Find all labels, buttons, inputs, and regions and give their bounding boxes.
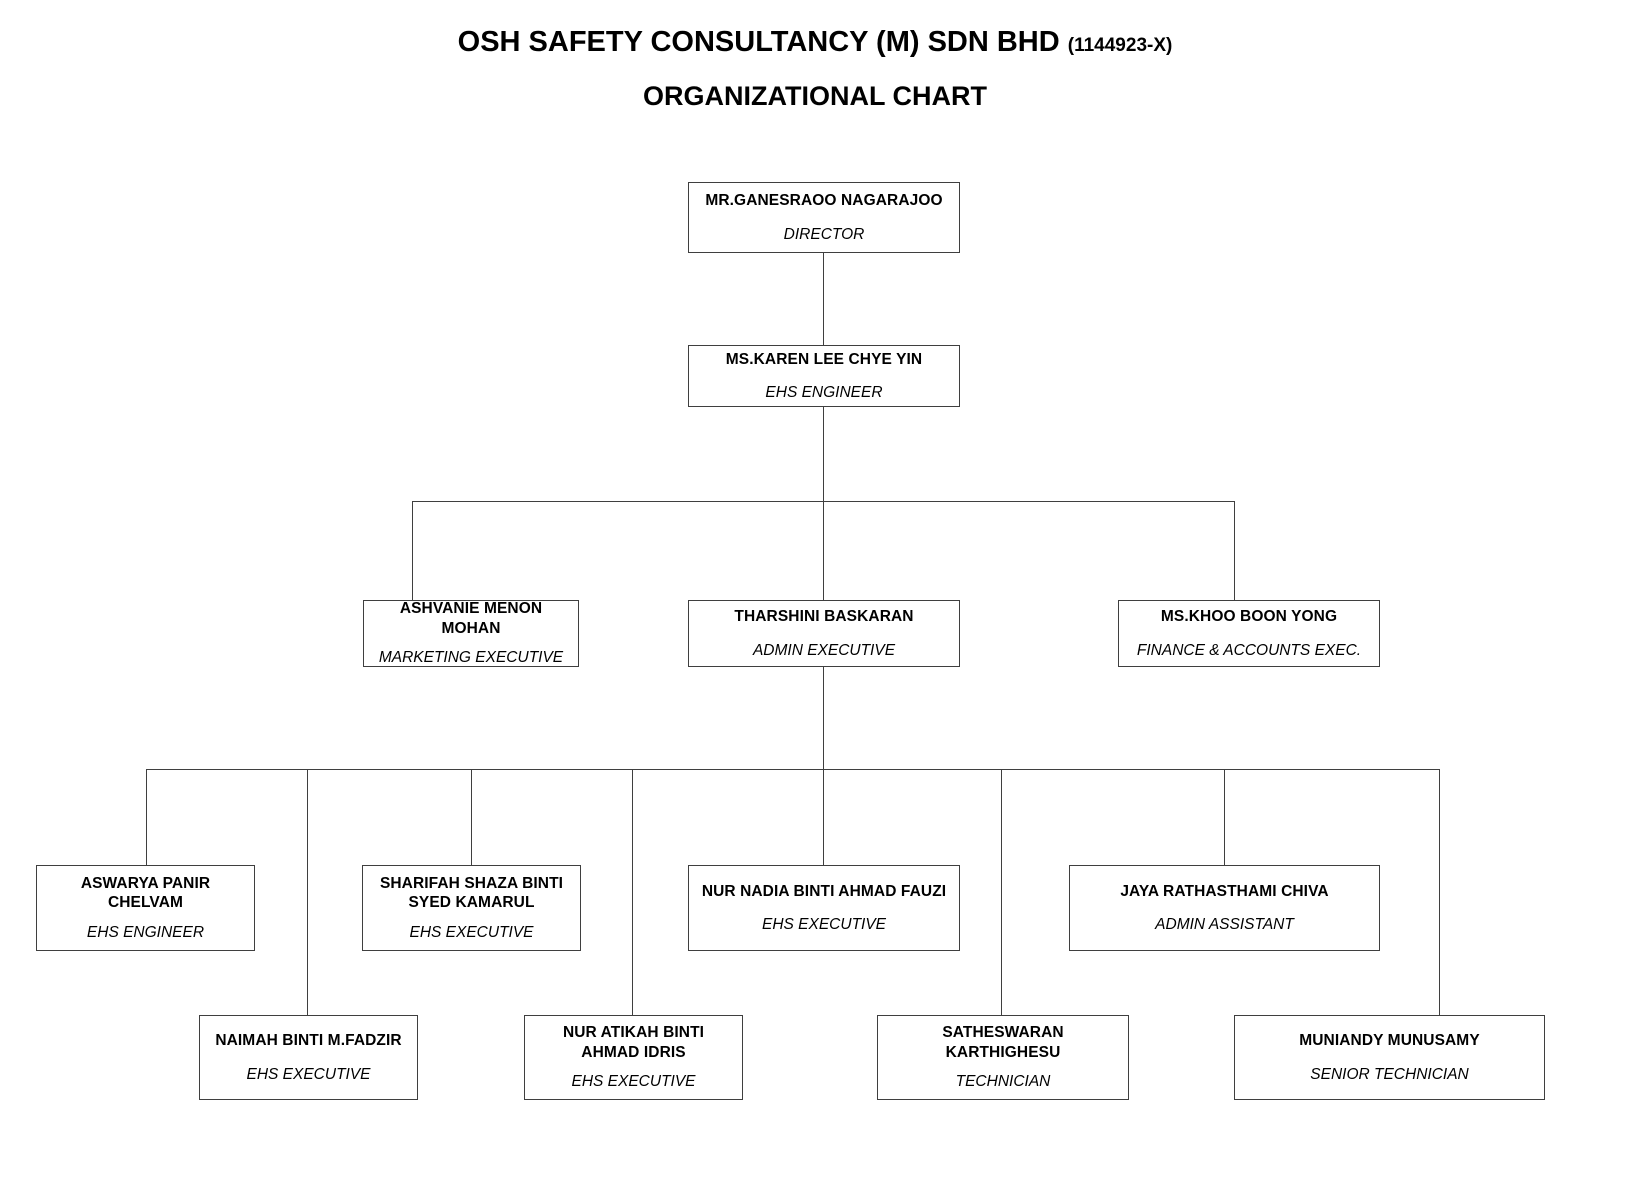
company-registration-number: (1144923-X)	[1067, 35, 1173, 56]
company-name: OSH SAFETY CONSULTANCY (M) SDN BHD	[457, 26, 1060, 58]
connector-ehs-engineer-stem	[823, 406, 825, 502]
node-title: DIRECTOR	[783, 225, 865, 243]
company-title-line: OSH SAFETY CONSULTANCY (M) SDN BHD (1144…	[0, 26, 1630, 59]
node-marketing-executive[interactable]: ASHVANIE MENON MOHAN MARKETING EXECUTIVE	[363, 600, 579, 667]
node-satheswaran-karthighesu[interactable]: SATHESWARAN KARTHIGHESU TECHNICIAN	[877, 1015, 1129, 1100]
connector-to-naimah-binti-mfadzir	[307, 769, 309, 1015]
node-sharifah-shaza-binti-syed-kamarul[interactable]: SHARIFAH SHAZA BINTI SYED KAMARUL EHS EX…	[362, 865, 581, 951]
node-name: MS.KAREN LEE CHYE YIN	[725, 350, 923, 368]
node-naimah-binti-mfadzir[interactable]: NAIMAH BINTI M.FADZIR EHS EXECUTIVE	[199, 1015, 418, 1100]
connector-director-to-ehs-engineer	[823, 252, 825, 345]
connector-to-satheswaran-karthighesu	[1001, 769, 1003, 1015]
node-name: ASWARYA PANIR CHELVAM	[80, 874, 211, 912]
node-title: ADMIN EXECUTIVE	[752, 641, 896, 659]
chart-heading: OSH SAFETY CONSULTANCY (M) SDN BHD (1144…	[0, 26, 1630, 112]
node-name: SHARIFAH SHAZA BINTI SYED KAMARUL	[379, 874, 564, 912]
connector-to-nur-atikah-binti	[632, 769, 634, 1015]
chart-subtitle: ORGANIZATIONAL CHART	[643, 81, 987, 111]
node-director[interactable]: MR.GANESRAOO NAGARAJOO DIRECTOR	[688, 182, 960, 253]
node-ehs-engineer-karen-lee[interactable]: MS.KAREN LEE CHYE YIN EHS ENGINEER	[688, 345, 960, 407]
node-title: TECHNICIAN	[955, 1073, 1051, 1091]
node-title: EHS EXECUTIVE	[409, 923, 534, 941]
connector-to-muniandy-munusamy	[1439, 769, 1441, 1015]
node-title: MARKETING EXECUTIVE	[378, 649, 564, 667]
node-name: NUR ATIKAH BINTI AHMAD IDRIS	[562, 1024, 705, 1061]
node-name: SATHESWARAN KARTHIGHESU	[942, 1024, 1064, 1061]
node-aswarya-panir-chelvam[interactable]: ASWARYA PANIR CHELVAM EHS ENGINEER	[36, 865, 255, 951]
connector-to-admin-executive	[823, 501, 825, 601]
node-name: MUNIANDY MUNUSAMY	[1299, 1032, 1480, 1050]
node-title: EHS ENGINEER	[765, 384, 883, 401]
node-admin-executive[interactable]: THARSHINI BASKARAN ADMIN EXECUTIVE	[688, 600, 960, 667]
node-name: JAYA RATHASTHAMI CHIVA	[1120, 882, 1329, 900]
node-name: ASHVANIE MENON MOHAN	[399, 600, 543, 637]
connector-to-nur-nadia	[823, 769, 825, 865]
node-title: SENIOR TECHNICIAN	[1310, 1065, 1469, 1083]
node-finance-accounts-executive[interactable]: MS.KHOO BOON YONG FINANCE & ACCOUNTS EXE…	[1118, 600, 1380, 667]
connector-to-marketing-executive	[412, 501, 414, 601]
node-name: MS.KHOO BOON YONG	[1160, 608, 1338, 626]
connector-to-finance-executive	[1234, 501, 1236, 601]
node-nur-atikah-binti-ahmad-idris[interactable]: NUR ATIKAH BINTI AHMAD IDRIS EHS EXECUTI…	[524, 1015, 743, 1100]
node-title: FINANCE & ACCOUNTS EXEC.	[1136, 641, 1362, 659]
node-name: THARSHINI BASKARAN	[734, 608, 914, 626]
node-nur-nadia-binti-ahmad-fauzi[interactable]: NUR NADIA BINTI AHMAD FAUZI EHS EXECUTIV…	[688, 865, 960, 951]
node-name: NUR NADIA BINTI AHMAD FAUZI	[701, 882, 947, 900]
node-title: ADMIN ASSISTANT	[1155, 916, 1294, 933]
node-muniandy-munusamy[interactable]: MUNIANDY MUNUSAMY SENIOR TECHNICIAN	[1234, 1015, 1545, 1100]
node-name: MR.GANESRAOO NAGARAJOO	[705, 192, 943, 210]
node-title: EHS EXECUTIVE	[761, 916, 887, 933]
node-title: EHS EXECUTIVE	[246, 1065, 371, 1083]
connector-to-sharifah-shaza	[471, 769, 473, 865]
connector-to-aswarya-panir-chelvam	[146, 769, 148, 865]
connector-level4-bus	[146, 769, 1439, 771]
connector-admin-executive-stem	[823, 667, 825, 770]
node-name: NAIMAH BINTI M.FADZIR	[215, 1032, 402, 1050]
node-jaya-rathasthami-chiva[interactable]: JAYA RATHASTHAMI CHIVA ADMIN ASSISTANT	[1069, 865, 1380, 951]
node-title: EHS EXECUTIVE	[571, 1073, 696, 1091]
node-title: EHS ENGINEER	[86, 923, 205, 941]
connector-to-jaya-rathasthami	[1224, 769, 1226, 865]
